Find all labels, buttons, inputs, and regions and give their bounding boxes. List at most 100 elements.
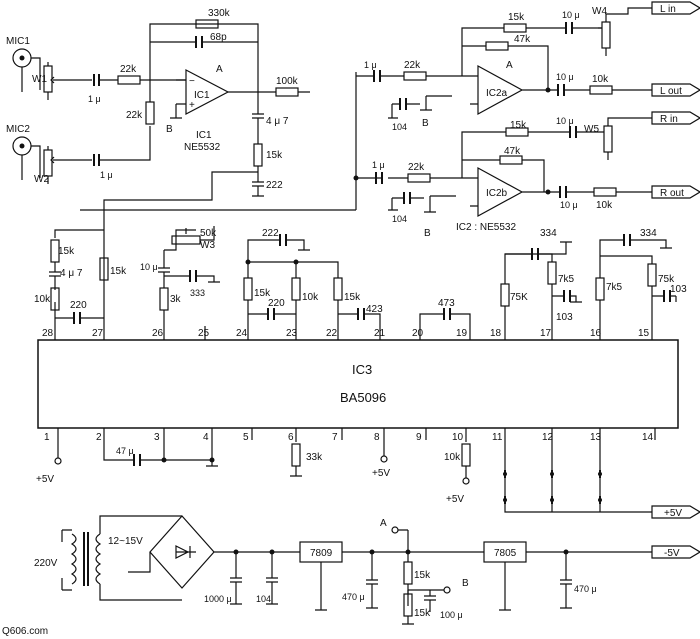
w5-potentiometer: [603, 117, 652, 160]
l-in-label: L in: [660, 4, 676, 15]
pin10-res: 10k: [444, 452, 461, 463]
pin15-res: 75k: [658, 274, 675, 285]
ic1-plus: +: [189, 100, 195, 111]
mic2-cap-value: 1 μ: [100, 170, 113, 180]
ic1-node-b: B: [166, 124, 173, 135]
pin28-cap: 4 μ 7: [60, 268, 83, 279]
ic3-part: BA5096: [340, 390, 386, 405]
mic2-input-resistor: [145, 80, 155, 125]
psu-cap-470: 470 μ: [342, 592, 365, 602]
pin6-resistor: [290, 443, 302, 477]
pin28-res2: 10k: [34, 294, 51, 305]
pin26-cap: 10 μ: [140, 262, 158, 272]
mic2-label: MIC2: [6, 124, 30, 135]
ic2a-out-res: 10k: [592, 74, 609, 85]
ic2a-out-cap: 10 μ: [556, 72, 574, 82]
ic2a-output: [545, 83, 700, 97]
mic1-coupling-cap: [93, 74, 118, 86]
ic1-out-res: 100k: [276, 76, 299, 87]
pin10-resistor: [461, 443, 471, 485]
ic3-name: IC3: [352, 362, 372, 377]
psu-node-b: B: [462, 578, 469, 589]
pin28-network: [49, 229, 104, 324]
pin-23: 23: [286, 328, 298, 339]
w2-label: W2: [34, 174, 49, 185]
pin18-res: 75K: [510, 292, 528, 303]
pin-13: 13: [590, 432, 602, 443]
minus5-label: -5V: [664, 548, 680, 559]
ic1-sub: IC1: [196, 130, 212, 141]
ic2b-input: [375, 172, 470, 213]
pin10-supply-label: +5V: [446, 494, 464, 505]
pin20-cap: 473: [438, 298, 455, 309]
psu-res2: 15k: [414, 608, 431, 619]
bridge-rectifier: [128, 515, 300, 589]
pin16-res: 7k5: [606, 282, 623, 293]
pin-18: 18: [490, 328, 502, 339]
w4-label: W4: [592, 6, 607, 17]
pin-17: 17: [540, 328, 552, 339]
pin28-res1: 15k: [58, 246, 75, 257]
ic2a-node-a: A: [506, 60, 513, 71]
r-in-label: R in: [660, 114, 678, 125]
r-out-label: R out: [660, 188, 684, 199]
l-out-label: L out: [660, 86, 682, 97]
ic2b-bypass-cap: 104: [392, 214, 407, 224]
pin17-res: 7k5: [558, 274, 575, 285]
ic2a-in-res: 22k: [404, 60, 421, 71]
pin27-res: 15k: [110, 266, 127, 277]
pin-20: 20: [412, 328, 424, 339]
pin-27: 27: [92, 328, 104, 339]
pin6-res: 33k: [306, 452, 323, 463]
pin1-supply-label: +5V: [36, 474, 54, 485]
ic2b-fb-res1: 15k: [510, 120, 527, 131]
secondary-label: 12~15V: [108, 536, 143, 547]
plus5-label: +5V: [664, 508, 682, 519]
pin-4: 4: [203, 432, 209, 443]
ic1-node-a: A: [216, 64, 223, 75]
ic2b-node-b: B: [424, 228, 431, 239]
pin23-res: 10k: [302, 292, 319, 303]
mic2-jack: [12, 136, 41, 180]
mic1-cap-value: 1 μ: [88, 94, 101, 104]
w2-potentiometer: [43, 146, 92, 184]
filter-caps: [230, 549, 278, 605]
w1-label: W1: [32, 74, 47, 85]
psu-res1: 15k: [414, 570, 431, 581]
ic1-opamp: [170, 69, 258, 119]
ic3-body: [37, 339, 679, 429]
pin2-cap: 47 μ: [116, 446, 134, 456]
pin18-cap: 334: [540, 228, 557, 239]
ic2a-feedback: [461, 22, 602, 90]
ic2a-fb-cap: 10 μ: [562, 10, 580, 20]
ic1-ref: IC1: [194, 90, 210, 101]
psu-output-network: [366, 526, 451, 625]
transformer: [61, 515, 182, 601]
ic2a-fb-res2: 47k: [514, 34, 531, 45]
l-in-port: [651, 1, 700, 15]
pins16-15-network: [595, 234, 677, 320]
psu-cap-470b: 470 μ: [574, 584, 597, 594]
pin-16: 16: [590, 328, 602, 339]
watermark: Q606.com: [2, 626, 48, 637]
ic2a-input: [356, 70, 470, 119]
ic2b-fb-cap: 10 μ: [556, 116, 574, 126]
pin-12: 12: [542, 432, 554, 443]
mic1-input-resistor: [117, 75, 186, 85]
pin2-3-cap: [103, 452, 218, 467]
ic2b-opamp: [470, 166, 548, 218]
pin-7: 7: [332, 432, 338, 443]
w5-label: W5: [584, 124, 599, 135]
pin-9: 9: [416, 432, 422, 443]
pin-21: 21: [374, 328, 386, 339]
pin1-supply: [54, 448, 62, 465]
ic1-fb-res: 330k: [208, 8, 231, 19]
ic1-part: NE5532: [184, 142, 221, 153]
reg1-label: 7809: [310, 548, 333, 559]
mic2-coupling-cap: [93, 126, 151, 166]
mic2-res-value: 22k: [126, 110, 143, 121]
ic3-top-pins: [54, 318, 653, 340]
reg2-label: 7805: [494, 548, 517, 559]
ic1-out-cap2: 222: [266, 180, 283, 191]
